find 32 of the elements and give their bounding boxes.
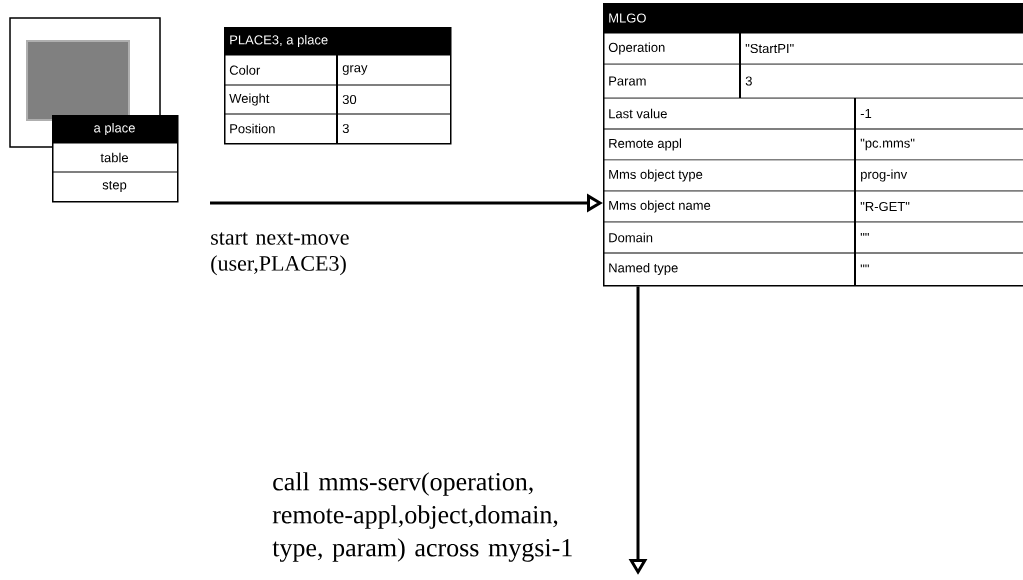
cell-text: Param bbox=[609, 76, 646, 86]
cell-text: Named type bbox=[609, 262, 678, 276]
cell-text: table bbox=[100, 152, 128, 163]
cell-text: Last value bbox=[609, 108, 667, 119]
cell-text: 30 bbox=[342, 94, 357, 105]
cell-text: prog-inv bbox=[861, 169, 908, 182]
cell-text: "" bbox=[860, 233, 869, 236]
data-table bbox=[223, 27, 452, 145]
cell-text: Domain bbox=[609, 232, 653, 243]
cell-text: gray bbox=[342, 65, 368, 75]
table-header: a place bbox=[94, 122, 135, 136]
data-table bbox=[602, 3, 1023, 287]
cell-text: "pc.mms" bbox=[860, 138, 915, 151]
cell-text: 3 bbox=[745, 76, 752, 86]
cell-text: Mms object name bbox=[609, 200, 711, 213]
cell-text: Mms object type bbox=[609, 169, 703, 182]
data-table bbox=[51, 115, 179, 203]
cell-text: "R-GET" bbox=[860, 201, 910, 212]
cell-text: step bbox=[102, 180, 127, 193]
cell-text: Operation bbox=[608, 42, 665, 55]
cell-text: -1 bbox=[860, 109, 872, 118]
cell-text: Color bbox=[229, 65, 261, 75]
cell-text: Weight bbox=[229, 93, 270, 106]
cell-text: Remote appl bbox=[609, 138, 681, 151]
cell-text: "StartPI" bbox=[745, 43, 794, 54]
edge-label: call mms-serv(operation, remote-appl,object,domain, type, param) across mygsi-1 bbox=[272, 472, 572, 562]
cell-text: Position bbox=[230, 123, 275, 134]
edge-label: start next-move (user,PLACE3) bbox=[211, 232, 349, 276]
table-header: PLACE3, a place bbox=[230, 34, 328, 48]
table-header: MLGO bbox=[609, 13, 646, 23]
cell-text: 3 bbox=[342, 123, 349, 134]
cell-text: "" bbox=[860, 264, 869, 268]
